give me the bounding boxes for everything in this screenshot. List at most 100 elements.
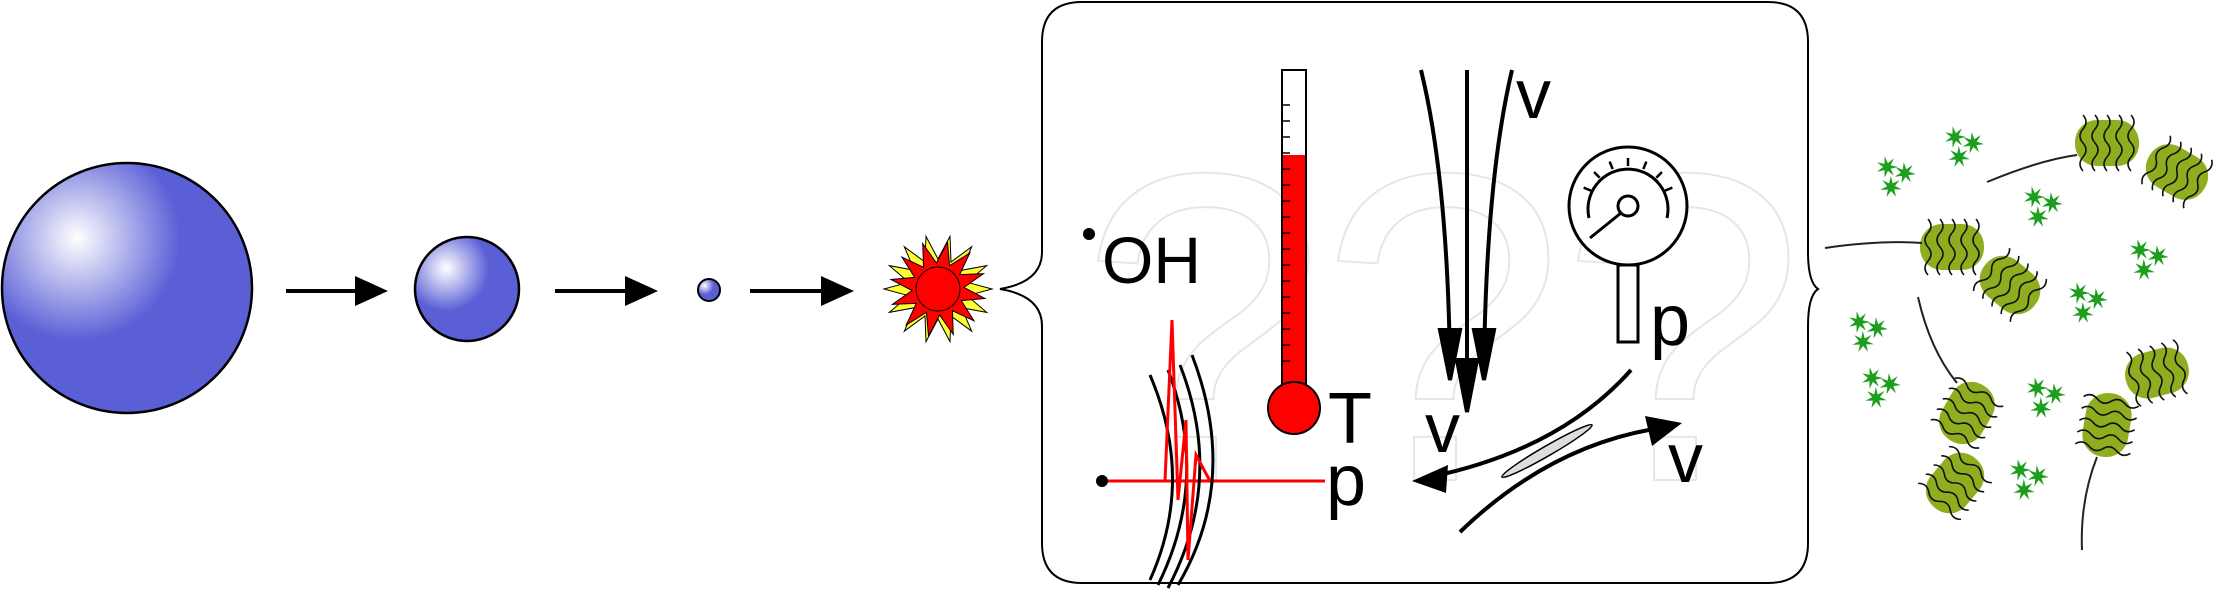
cell-wall-squiggle bbox=[2000, 271, 2038, 315]
bacterium-cell bbox=[1930, 377, 2004, 449]
bacterium-cell bbox=[2141, 135, 2213, 209]
arrow-1 bbox=[286, 276, 388, 306]
debris-fragment bbox=[1945, 126, 1966, 148]
gauge-tick bbox=[1642, 161, 1648, 170]
debris-fragment bbox=[2041, 192, 2063, 214]
cell-wall-squiggle bbox=[1991, 263, 2029, 307]
cell-debris-cluster bbox=[2069, 282, 2108, 323]
debris-fragment bbox=[2069, 282, 2090, 304]
debris-fragment bbox=[1849, 311, 1870, 333]
debris-fragment bbox=[2013, 479, 2035, 500]
cell-wall-squiggle bbox=[2137, 348, 2154, 404]
flagellum bbox=[2080, 456, 2098, 551]
cell-wall-squiggle bbox=[2161, 147, 2193, 197]
bacterium-cell bbox=[2125, 339, 2189, 407]
gauge-tick bbox=[1583, 186, 1592, 192]
cell-wall-squiggle bbox=[2182, 159, 2213, 209]
gauge-tick bbox=[1608, 161, 1614, 170]
cell-wall-squiggle bbox=[1972, 218, 1980, 276]
destroyed-bacteria-group bbox=[1824, 114, 2213, 551]
cell-wall-squiggle bbox=[2151, 141, 2182, 191]
velocity-label-left: v bbox=[1425, 389, 1460, 467]
velocity-label-top: v bbox=[1516, 55, 1551, 133]
radical-dot bbox=[1083, 228, 1095, 240]
cell-wall-squiggle bbox=[1936, 218, 1944, 276]
cell-debris-cluster bbox=[2010, 459, 2049, 500]
cell-wall-squiggle bbox=[2083, 393, 2140, 409]
cell-wall-squiggle bbox=[2149, 345, 2165, 401]
debris-fragment bbox=[1948, 146, 1970, 167]
flagellum bbox=[1824, 241, 1923, 249]
cell-wall-squiggle bbox=[1948, 218, 1956, 276]
pressure-shock-label: p bbox=[1326, 441, 1366, 521]
cell-wall-squiggle bbox=[1933, 464, 1977, 502]
cell-wall-squiggle bbox=[1982, 255, 2020, 299]
cell-wall-squiggle bbox=[1941, 455, 1985, 493]
shockwave-icon bbox=[1096, 319, 1325, 589]
gauge-tick bbox=[1664, 186, 1673, 192]
cell-wall-squiggle bbox=[1924, 218, 1932, 276]
cell-debris-cluster bbox=[1877, 156, 1916, 197]
debris-fragment bbox=[2147, 245, 2169, 267]
cell-debris-cluster bbox=[2027, 377, 2066, 418]
cell-wall-squiggle bbox=[2076, 429, 2133, 445]
cell-debris-cluster bbox=[1849, 311, 1888, 352]
cell-wall-squiggle bbox=[2126, 351, 2142, 407]
flow-lines-icon bbox=[1419, 69, 1514, 413]
arrow-3 bbox=[750, 276, 854, 306]
debris-fragment bbox=[1862, 367, 1883, 389]
cell-wall-squiggle bbox=[1972, 248, 2011, 292]
debris-fragment bbox=[2027, 206, 2049, 227]
cell-wall-squiggle bbox=[2079, 417, 2135, 433]
cell-wall-squiggle bbox=[2172, 339, 2188, 395]
cell-wall-squiggle bbox=[1925, 473, 1969, 511]
cell-wall-squiggle bbox=[1930, 418, 1980, 449]
cell-wall-squiggle bbox=[2074, 441, 2131, 457]
cell-wall-squiggle bbox=[2160, 342, 2177, 398]
debris-fragment bbox=[1894, 162, 1916, 184]
debris-fragment bbox=[2130, 239, 2151, 261]
flagellum bbox=[1986, 154, 2078, 183]
background-question-marks: ? ? ? bbox=[1079, 82, 1806, 575]
cell-wall-squiggle bbox=[2103, 114, 2111, 172]
pressure-gauge-label: p bbox=[1650, 281, 1690, 361]
velocity-label-right: v bbox=[1668, 419, 1703, 497]
debris-fragment bbox=[1879, 373, 1901, 395]
cell-wall-squiggle bbox=[1918, 482, 1962, 521]
debris-fragment bbox=[2086, 288, 2108, 310]
cell-debris-cluster bbox=[1862, 367, 1901, 408]
cell-debris-cluster bbox=[1945, 126, 1984, 167]
debris-fragment bbox=[2072, 302, 2094, 323]
bacterium-cell bbox=[1920, 218, 1984, 276]
arrow-2 bbox=[555, 276, 658, 306]
debris-fragment bbox=[1866, 317, 1888, 339]
cell-wall-squiggle bbox=[2081, 405, 2138, 421]
cell-debris-cluster bbox=[2130, 239, 2169, 280]
debris-fragment bbox=[2044, 383, 2066, 405]
implosion-burst-icon bbox=[882, 234, 994, 344]
debris-fragment bbox=[1962, 132, 1984, 154]
debris-fragment bbox=[1877, 156, 1898, 178]
gauge-tick bbox=[1593, 171, 1601, 179]
debris-fragment bbox=[2030, 397, 2052, 418]
debris-fragment bbox=[2133, 259, 2155, 280]
flagellum bbox=[1917, 296, 1958, 384]
bacterium-cell bbox=[1918, 445, 1992, 521]
medium-bubble bbox=[413, 235, 521, 343]
cell-wall-squiggle bbox=[2127, 114, 2135, 172]
cell-debris-cluster bbox=[2024, 186, 2063, 227]
bacterium-cell bbox=[2074, 392, 2140, 458]
cell-wall-squiggle bbox=[2141, 135, 2172, 185]
debris-fragment bbox=[1852, 331, 1874, 352]
debris-fragment bbox=[1865, 387, 1887, 408]
cell-wall-squiggle bbox=[1954, 377, 2004, 408]
debris-fragment bbox=[2010, 459, 2031, 481]
cell-wall-squiggle bbox=[2009, 278, 2048, 322]
cell-wall-squiggle bbox=[2115, 114, 2123, 172]
hydroxyl-radical-label: OH bbox=[1102, 223, 1201, 297]
cell-wall-squiggle bbox=[1936, 408, 1986, 439]
cell-wall-squiggle bbox=[1948, 387, 1998, 418]
cell-wall-squiggle bbox=[1960, 218, 1968, 276]
